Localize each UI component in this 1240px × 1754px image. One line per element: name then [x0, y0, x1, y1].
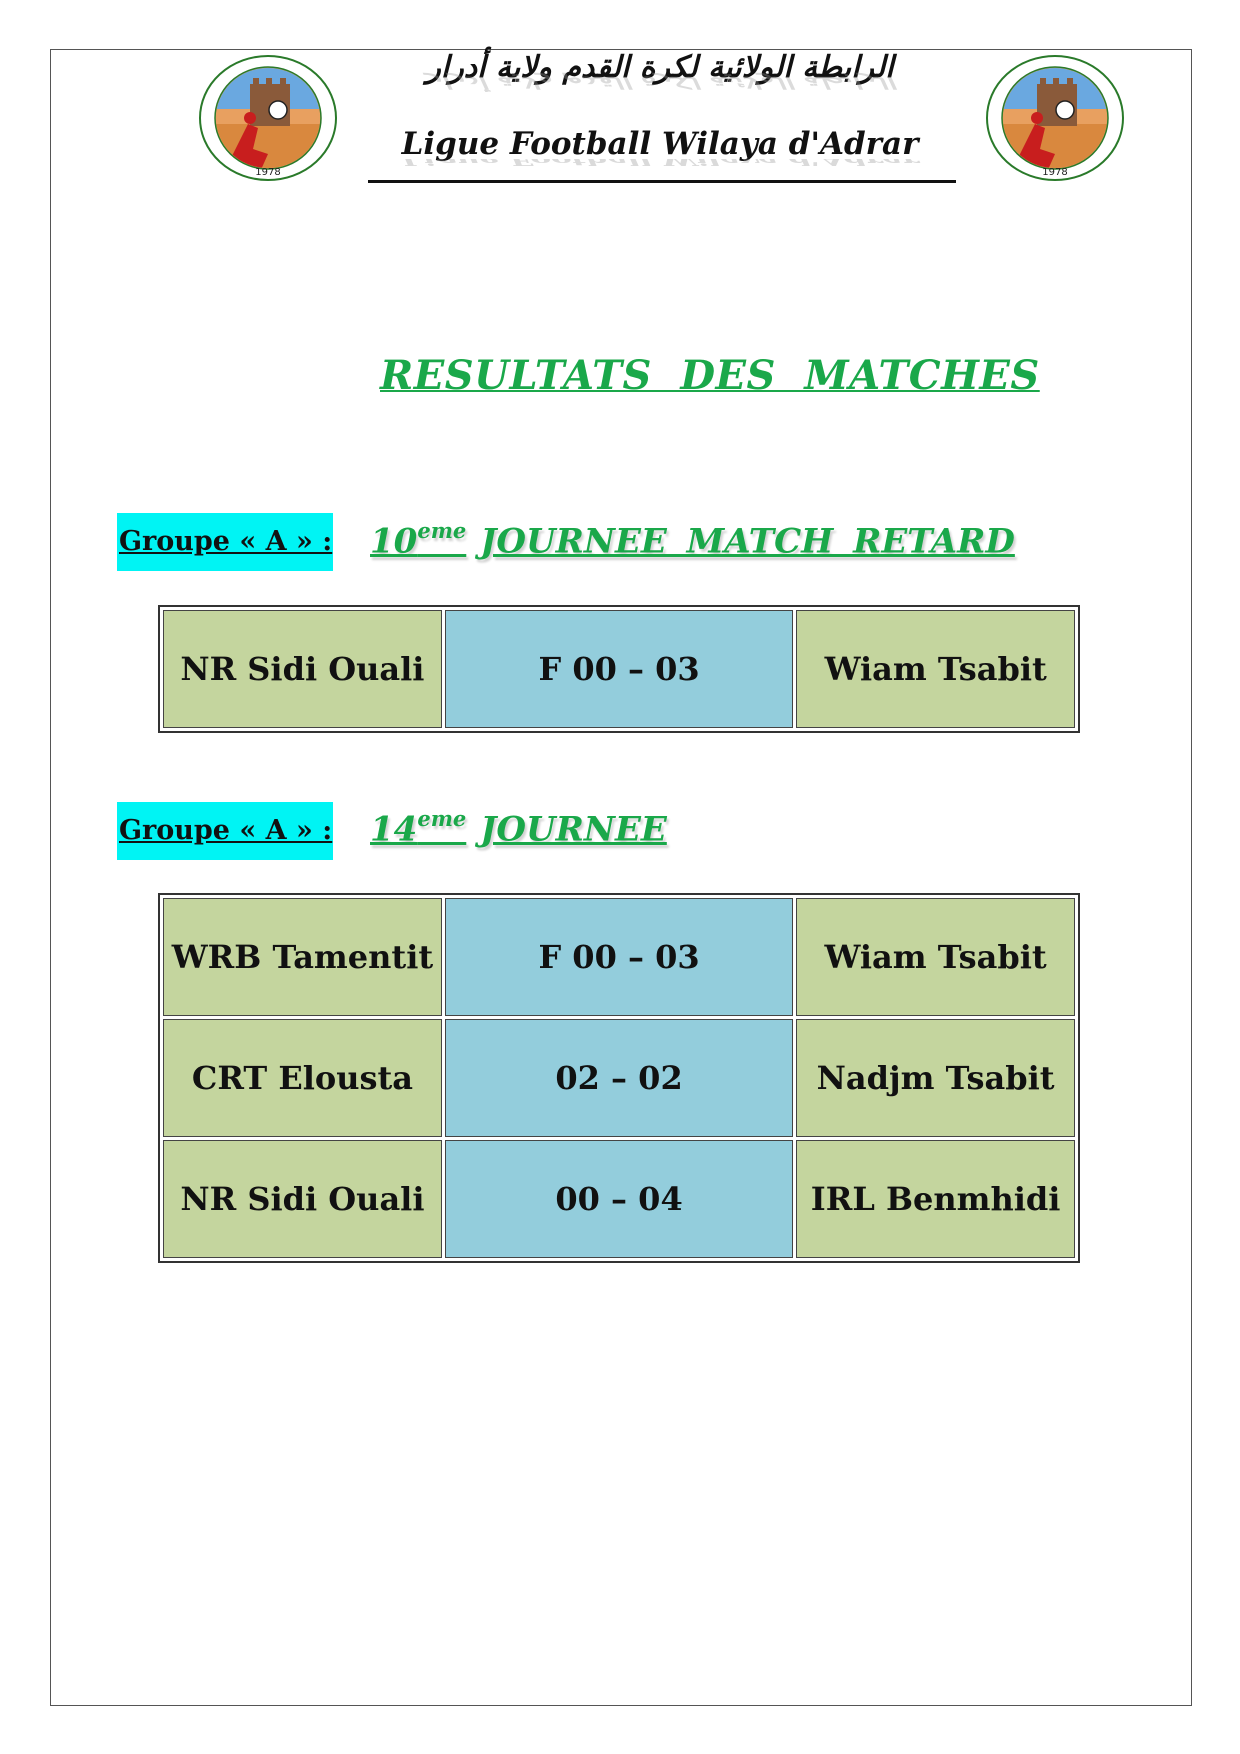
journee-suffix: eme	[417, 518, 467, 543]
journee-suffix: eme	[417, 806, 467, 831]
page-border	[50, 49, 1192, 1706]
journee-text: JOURNEE MATCH RETARD	[480, 521, 1015, 562]
table-row: CRT Elousta 02 – 02 Nadjm Tsabit	[163, 1019, 1075, 1137]
latin-title-reflection: Ligue Football Wilaya d'Adrar	[401, 159, 919, 168]
journee-number: 14	[370, 809, 418, 850]
league-logo-icon: 1978	[199, 55, 337, 181]
results-table: WRB Tamentit F 00 – 03 Wiam Tsabit CRT E…	[158, 893, 1080, 1263]
latin-league-title: Ligue Football Wilaya d'Adrar	[401, 126, 919, 162]
svg-text:1978: 1978	[1042, 167, 1067, 178]
page-title: RESULTATS DES MATCHES	[380, 352, 1040, 399]
home-team: WRB Tamentit	[163, 898, 442, 1016]
journee-heading: 14eme JOURNEE	[370, 806, 667, 850]
results-table: NR Sidi Ouali F 00 – 03 Wiam Tsabit	[158, 605, 1080, 733]
arabic-title-reflection: الرابطة الولائية لكرة القدم ولاية أدرار	[426, 72, 894, 92]
table-row: NR Sidi Ouali F 00 – 03 Wiam Tsabit	[163, 610, 1075, 728]
arabic-league-title: الرابطة الولائية لكرة القدم ولاية أدرار	[426, 50, 894, 85]
table-row: WRB Tamentit F 00 – 03 Wiam Tsabit	[163, 898, 1075, 1016]
group-label: Groupe « A » :	[117, 513, 333, 571]
home-team: NR Sidi Ouali	[163, 610, 442, 728]
away-team: Wiam Tsabit	[796, 610, 1075, 728]
match-score: F 00 – 03	[444, 898, 794, 1016]
home-team: NR Sidi Ouali	[163, 1140, 442, 1258]
league-logo-icon: 1978	[986, 55, 1124, 181]
journee-number: 10	[370, 521, 418, 562]
away-team: Wiam Tsabit	[796, 898, 1075, 1016]
group-label: Groupe « A » :	[117, 802, 333, 860]
match-score: 00 – 04	[444, 1140, 794, 1258]
table-row: NR Sidi Ouali 00 – 04 IRL Benmhidi	[163, 1140, 1075, 1258]
away-team: IRL Benmhidi	[796, 1140, 1075, 1258]
journee-heading: 10eme JOURNEE MATCH RETARD	[370, 518, 1015, 562]
header-divider	[368, 180, 956, 183]
svg-text:1978: 1978	[255, 167, 280, 178]
match-score: F 00 – 03	[444, 610, 794, 728]
home-team: CRT Elousta	[163, 1019, 442, 1137]
away-team: Nadjm Tsabit	[796, 1019, 1075, 1137]
match-score: 02 – 02	[444, 1019, 794, 1137]
journee-text: JOURNEE	[480, 809, 667, 850]
